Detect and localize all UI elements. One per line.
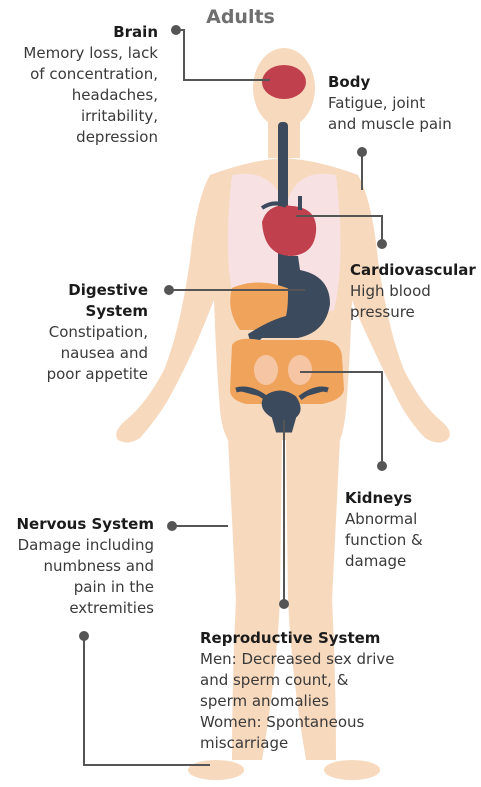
label-brain: Brain Memory loss, lack of concentration…: [10, 22, 158, 148]
label-heading: Kidneys: [345, 488, 475, 509]
connector-dot: [79, 631, 89, 641]
label-heading: Digestive System: [10, 280, 148, 322]
label-heading: Brain: [10, 22, 158, 43]
label-body: Body Fatigue, joint and muscle pain: [328, 72, 478, 135]
kidney-right: [288, 355, 312, 385]
label-kidneys: Kidneys Abnormal function & damage: [345, 488, 475, 572]
label-reproductive: Reproductive System Men: Decreased sex d…: [200, 628, 440, 754]
connector-dot: [164, 285, 174, 295]
connector-dot: [377, 239, 387, 249]
label-description: Fatigue, joint and muscle pain: [328, 93, 478, 135]
label-heading: Cardiovascular: [350, 260, 480, 281]
label-description: Men: Decreased sex drive and sperm count…: [200, 649, 440, 754]
label-heading: Nervous System: [2, 514, 154, 535]
label-heading: Body: [328, 72, 478, 93]
label-description: High blood pressure: [350, 281, 480, 323]
connector-dot: [377, 461, 387, 471]
kidney-left: [254, 355, 278, 385]
label-description: Constipation, nausea and poor appetite: [10, 322, 148, 385]
label-heading: Reproductive System: [200, 628, 440, 649]
brain: [262, 65, 306, 99]
connector-dot: [279, 599, 289, 609]
label-nervous: Nervous System Damage including numbness…: [2, 514, 154, 619]
label-cardiovascular: Cardiovascular High blood pressure: [350, 260, 480, 323]
label-digestive: Digestive System Constipation, nausea an…: [10, 280, 148, 385]
label-description: Damage including numbness and pain in th…: [2, 535, 154, 619]
connector-dot: [357, 147, 367, 157]
label-description: Memory loss, lack of concentration, head…: [10, 43, 158, 148]
label-description: Abnormal function & damage: [345, 509, 475, 572]
connector-dot: [167, 521, 177, 531]
